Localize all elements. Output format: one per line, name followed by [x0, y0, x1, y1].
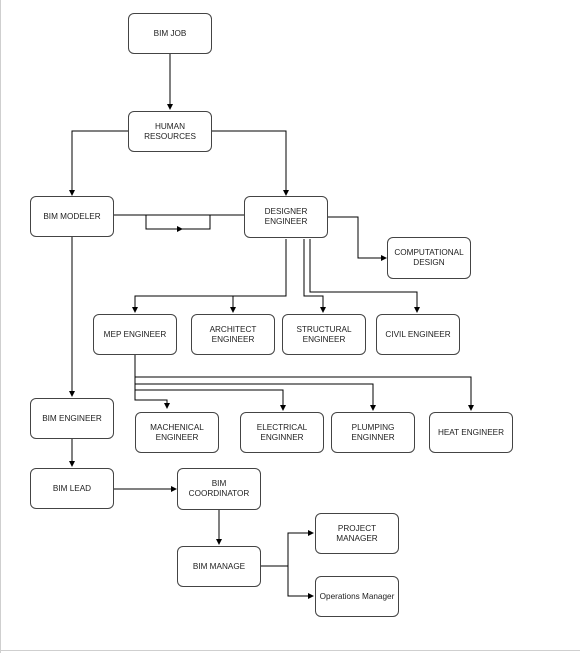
edge-designer-computational: [328, 216, 387, 261]
node-bim-coordinator[interactable]: BIM COORDINATOR: [177, 468, 261, 510]
node-bim-engineer[interactable]: BIM ENGINEER: [30, 398, 114, 439]
node-label: BIM MANAGE: [192, 561, 246, 571]
edge-hr-designer: [212, 130, 289, 196]
node-label: BIM MODELER: [43, 211, 101, 221]
node-mep-engineer[interactable]: MEP ENGINEER: [93, 314, 177, 355]
node-bim-lead[interactable]: BIM LEAD: [30, 468, 114, 509]
edge-manage-project: [261, 530, 314, 567]
node-project-manager[interactable]: PROJECT MANAGER: [315, 513, 399, 554]
edge-designer-mep: [132, 239, 287, 313]
node-bim-modeler[interactable]: BIM MODELER: [30, 196, 114, 237]
node-label: DESIGNER ENGINEER: [264, 207, 308, 226]
node-label: PROJECT MANAGER: [336, 523, 378, 543]
node-electrical-enginner[interactable]: ELECTRICAL ENGINNER: [240, 412, 324, 453]
node-label: ELECTRICAL ENGINNER: [256, 422, 308, 442]
node-bim-job[interactable]: BIM JOB: [128, 13, 212, 54]
node-label: Operations Manager: [319, 591, 395, 601]
edge-manage-operations: [287, 566, 314, 599]
node-heat-engineer[interactable]: HEAT ENGINEER: [429, 412, 513, 453]
canvas-border-left: [0, 0, 1, 653]
node-label: STRUCTURAL ENGINEER: [296, 324, 352, 344]
node-label: PLUMPING ENGINNER: [351, 422, 395, 442]
node-plumping-enginner[interactable]: PLUMPING ENGINNER: [331, 412, 415, 453]
node-machenical-engineer[interactable]: MACHENICAL ENGINEER: [135, 412, 219, 453]
node-label: MEP ENGINEER: [103, 329, 167, 339]
node-human-resources[interactable]: HUMAN RESOURCES: [128, 111, 212, 152]
canvas-border-bottom: [0, 650, 580, 651]
edge-modeler-designer-loop: [114, 214, 211, 230]
node-label: MACHENICAL ENGINEER: [150, 422, 204, 442]
edge-mep-machenical: [134, 355, 170, 409]
node-computational-design[interactable]: COMPUTATIONAL DESIGN: [387, 237, 471, 279]
node-label: HUMAN RESOURCES: [144, 121, 196, 141]
node-label: HEAT ENGINEER: [437, 427, 505, 437]
node-civil-engineer[interactable]: CIVIL ENGINEER: [376, 314, 460, 355]
node-bim-manage[interactable]: BIM MANAGE: [177, 546, 261, 587]
node-label: BIM ENGINEER: [42, 413, 102, 423]
edge-designer-civil: [309, 239, 420, 313]
edge-mep-heat: [135, 376, 474, 411]
node-operations-manager[interactable]: Operations Manager: [315, 576, 399, 617]
node-label: BIM LEAD: [52, 483, 92, 493]
node-label: CIVIL ENGINEER: [385, 329, 451, 339]
edge-mep-plumping: [135, 383, 376, 411]
node-structural-engineer[interactable]: STRUCTURAL ENGINEER: [282, 314, 366, 355]
edge-designer-structural: [303, 239, 326, 313]
edge-hr-modeler: [69, 130, 128, 196]
node-architect-engineer[interactable]: ARCHITECT ENGINEER: [191, 314, 275, 355]
node-label: BIM JOB: [153, 28, 187, 38]
node-label: BIM COORDINATOR: [188, 479, 250, 498]
node-label: COMPUTATIONAL DESIGN: [394, 248, 464, 267]
edge-mep-electrical: [135, 389, 286, 411]
node-label: ARCHITECT ENGINEER: [209, 324, 257, 344]
node-designer-engineer[interactable]: DESIGNER ENGINEER: [244, 196, 328, 238]
